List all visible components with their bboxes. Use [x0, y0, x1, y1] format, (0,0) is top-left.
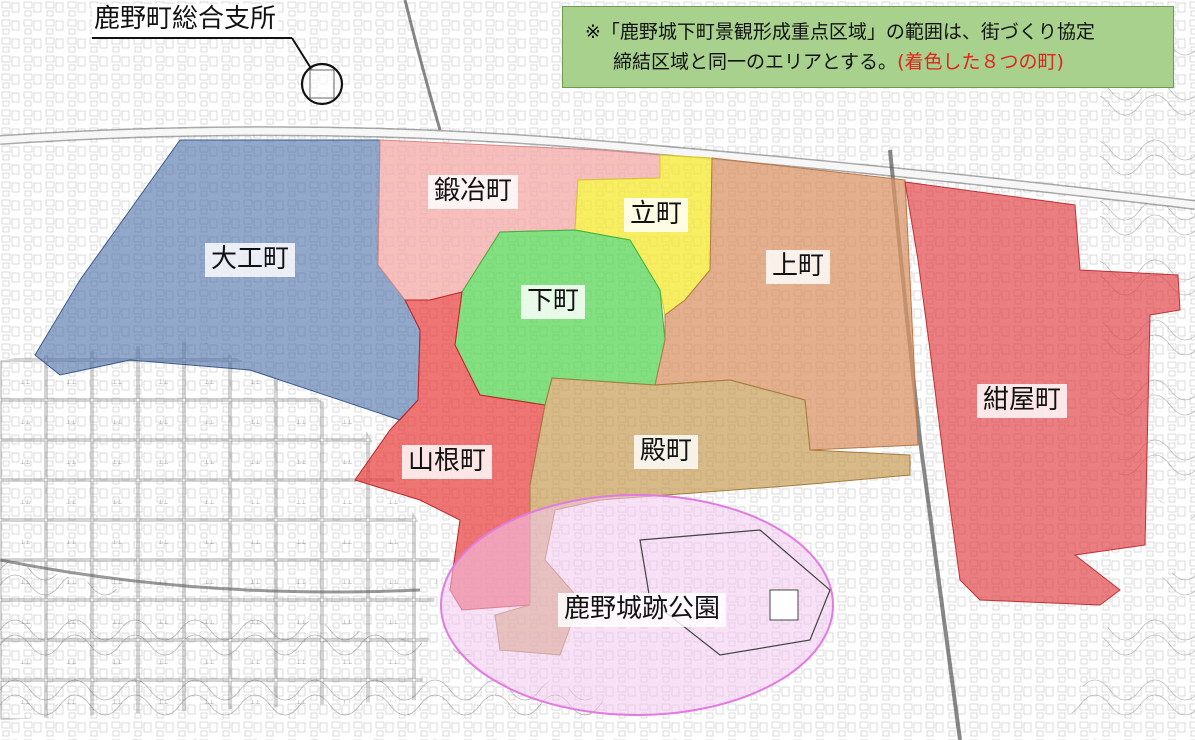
note-line-1: ※「鹿野城下町景観形成重点区域」の範囲は、街づくり協定 — [585, 21, 1095, 43]
label-shimomachi: 下町 — [521, 285, 586, 319]
label-kamimachi: 上町 — [766, 250, 831, 284]
label-daikumachi: 大工町 — [205, 243, 296, 277]
note-box: ※「鹿野城下町景観形成重点区域」の範囲は、街づくり協定 締結区域と同一のエリアと… — [562, 6, 1174, 88]
label-tatemachi: 立町 — [624, 198, 689, 232]
label-konyamachi: 紺屋町 — [977, 384, 1068, 418]
title-marker-circle — [300, 62, 344, 106]
note-line-2: 締結区域と同一のエリアとする。(着色した８つの町) — [613, 51, 1064, 73]
note-highlight: (着色した８つの町) — [897, 51, 1064, 73]
label-kajimachi: 鍛冶町 — [428, 175, 519, 209]
label-yamanemachi: 山根町 — [402, 445, 493, 479]
label-tonomachi: 殿町 — [634, 435, 699, 469]
label-park: 鹿野城跡公園 — [558, 593, 727, 627]
title-label: 鹿野町総合支所 — [92, 4, 279, 36]
